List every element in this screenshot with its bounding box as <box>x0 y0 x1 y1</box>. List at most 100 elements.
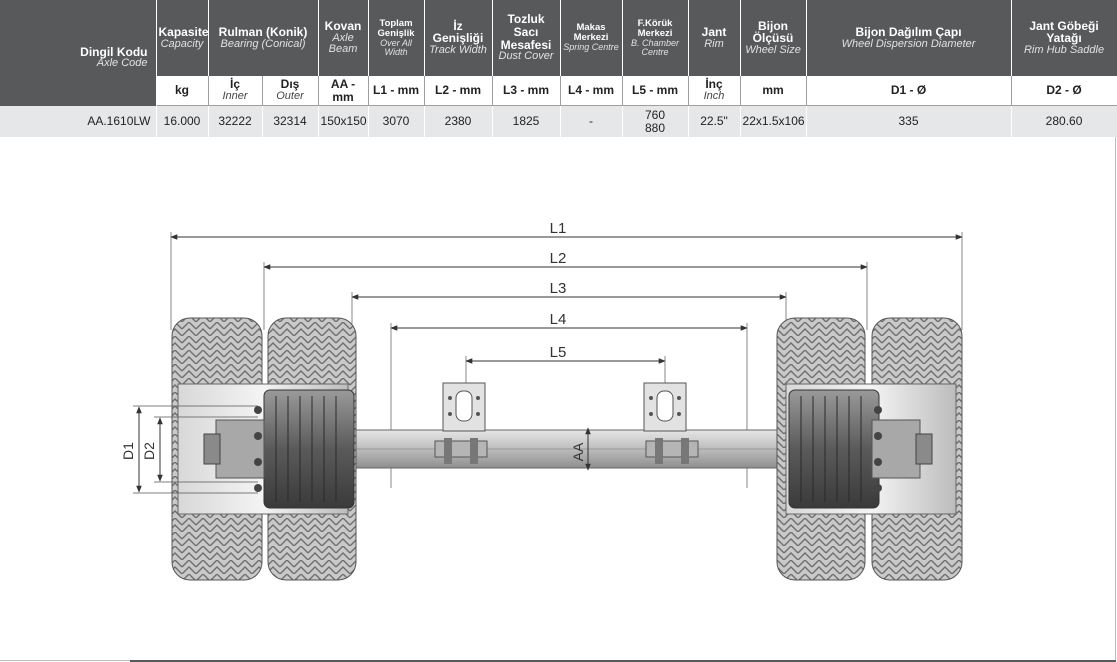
wheel-assembly-left <box>171 317 357 581</box>
unit-inner-en: Inner <box>222 90 248 103</box>
header-wheel-size: Bijon Ölçüsü Wheel Size <box>740 0 807 76</box>
cell-outer: 32314 <box>262 105 319 137</box>
header-subtitle: Over All Width <box>380 37 412 57</box>
cell-d2: 280.60 <box>1011 105 1117 137</box>
cell-wheel-size: 22x1.5x106 <box>740 105 807 137</box>
cell-l5-b: 880 <box>645 120 666 135</box>
spec-table: Dingil Kodu Axle Code Kapasite Capacity … <box>0 0 1117 137</box>
unit-rim-en: Inch <box>703 90 725 103</box>
header-subtitle: Capacity <box>160 37 204 50</box>
header-title: Jant Göbeği Yatağı <box>1029 18 1099 46</box>
header-title: Toplam Genişlik <box>377 17 415 39</box>
dimension-aa: AA <box>570 427 591 471</box>
header-subtitle: Axle Beam <box>328 31 358 56</box>
header-wheel-dispersion: Bijon Dağılım Çapı Wheel Dispersion Diam… <box>806 0 1012 76</box>
header-title: Jant <box>701 24 727 39</box>
footer-bar <box>130 660 1116 662</box>
header-subtitle: Wheel Dispersion Diameter <box>841 37 976 50</box>
cell-axle-code: AA.1610LW <box>0 105 157 137</box>
cell-l3: 1825 <box>492 105 561 137</box>
header-row: Dingil Kodu Axle Code Kapasite Capacity … <box>0 0 1117 76</box>
unit-d1: D1 - Ø <box>806 76 1012 106</box>
header-spring-centre: Makas Merkezi Spring Centre <box>560 0 623 76</box>
unit-wheel-size: mm <box>740 76 807 106</box>
cell-l4: - <box>560 105 623 137</box>
unit-outer-tr: Dış <box>280 77 300 92</box>
cell-inner: 32222 <box>208 105 263 137</box>
header-subtitle: Dust Cover <box>498 50 554 63</box>
brake-drum-left <box>263 389 355 509</box>
cell-axle-beam: 150x150 <box>318 105 369 137</box>
header-subtitle: Axle Code <box>96 57 148 70</box>
axle-diagram: L1 L2 L3 L4 L5 <box>120 220 963 581</box>
units-spacer <box>0 76 157 106</box>
unit-inner: İç Inner <box>208 76 263 106</box>
label-d2: D2 <box>141 442 157 460</box>
unit-d2: D2 - Ø <box>1011 76 1117 106</box>
wheel-assembly-right <box>776 317 963 581</box>
header-subtitle: Wheel Size <box>745 43 801 56</box>
hub-right <box>871 419 921 479</box>
unit-capacity: kg <box>156 76 209 106</box>
header-track-width: İz Genişliği Track Width <box>424 0 493 76</box>
hub-cap-right <box>915 433 933 465</box>
header-subtitle: Track Width <box>429 43 487 56</box>
cell-rim: 22.5" <box>688 105 741 137</box>
label-l2: L2 <box>550 250 567 267</box>
unit-axle-beam: AA - mm <box>318 76 369 106</box>
header-rim: Jant Rim <box>688 0 741 76</box>
header-overall-width: Toplam Genişlik Over All Width <box>368 0 425 76</box>
header-bearing: Rulman (Konik) Bearing (Conical) <box>208 0 319 76</box>
header-title: F.Körük Merkezi <box>637 17 673 39</box>
header-axle-code: Dingil Kodu Axle Code <box>0 0 157 76</box>
header-axle-beam: Kovan Axle Beam <box>318 0 369 76</box>
header-capacity: Kapasite Capacity <box>156 0 209 76</box>
unit-outer: Dış Outer <box>262 76 319 106</box>
cell-l2: 2380 <box>424 105 493 137</box>
label-l3: L3 <box>550 280 567 297</box>
header-title: Kapasite <box>158 24 208 39</box>
unit-inner-tr: İç <box>229 77 240 92</box>
header-title: İz Genişliği <box>432 18 484 46</box>
spring-bracket-right <box>643 382 687 432</box>
header-subtitle: Rim Hub Saddle <box>1023 43 1105 56</box>
cell-l1: 3070 <box>368 105 425 137</box>
header-title: Tozluk Sacı Mesafesi <box>500 12 552 52</box>
header-rim-hub: Jant Göbeği Yatağı Rim Hub Saddle <box>1011 0 1117 76</box>
camshaft-right <box>645 438 699 464</box>
cell-d1: 335 <box>806 105 1012 137</box>
brake-drum-right <box>788 389 880 509</box>
cell-l5-a: 760 <box>645 107 666 122</box>
label-l4: L4 <box>550 311 567 328</box>
dimension-l5: L5 <box>465 344 666 440</box>
header-title: Bijon Dağılım Çapı <box>855 24 962 39</box>
dimension-l2: L2 <box>263 250 868 330</box>
unit-rim: İnç Inch <box>688 76 741 106</box>
header-dust-cover: Tozluk Sacı Mesafesi Dust Cover <box>492 0 561 76</box>
unit-l5: L5 - mm <box>622 76 689 106</box>
header-subtitle: Bearing (Conical) <box>220 37 306 50</box>
header-subtitle: Spring Centre <box>563 42 619 53</box>
table-row: AA.1610LW 16.000 32222 32314 150x150 307… <box>0 105 1117 137</box>
label-l1: L1 <box>550 220 567 237</box>
header-title: Makas Merkezi <box>573 22 609 44</box>
header-subtitle: B. Chamber Centre <box>631 37 680 57</box>
unit-l2: L2 - mm <box>424 76 493 106</box>
header-chamber-centre: F.Körük Merkezi B. Chamber Centre <box>622 0 689 76</box>
unit-outer-en: Outer <box>276 90 304 103</box>
dimension-l3: L3 <box>351 280 787 330</box>
units-row: kg İç Inner Dış Outer AA - mm L1 - mm L2… <box>0 76 1117 106</box>
label-aa: AA <box>570 442 586 461</box>
unit-l1: L1 - mm <box>368 76 425 106</box>
dimension-d2: D2 <box>141 416 258 483</box>
label-d1: D1 <box>120 442 136 460</box>
spring-bracket-left <box>442 382 486 432</box>
label-l5: L5 <box>550 344 567 361</box>
hub-cap-left <box>203 433 221 465</box>
unit-l4: L4 - mm <box>560 76 623 106</box>
header-subtitle: Rim <box>704 37 724 50</box>
cell-capacity: 16.000 <box>156 105 209 137</box>
dimension-d1: D1 <box>120 405 258 494</box>
hub-left <box>215 419 265 479</box>
camshaft-left <box>434 438 488 464</box>
